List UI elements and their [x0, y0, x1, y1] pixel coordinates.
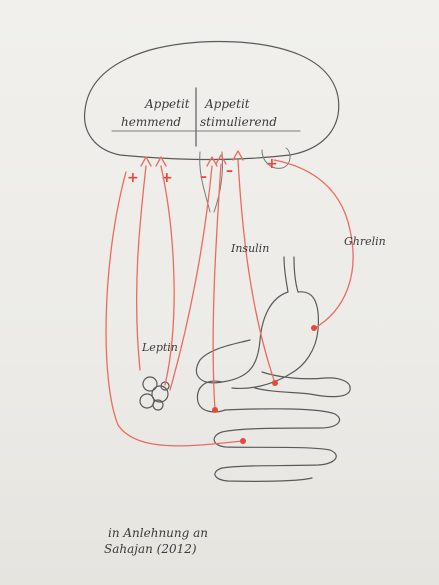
- credit-line-1: in Anlehnung an: [108, 526, 208, 540]
- leptin-pathway-3: [170, 166, 212, 390]
- fat-cells: [140, 377, 169, 410]
- pancreas: [255, 372, 350, 397]
- sign-plus-1: +: [127, 170, 139, 186]
- insulin-pathway: [238, 160, 275, 383]
- label-insulin: Insulin: [230, 242, 269, 255]
- ghrelin-source-dot: [311, 325, 317, 331]
- intestines: [214, 409, 339, 482]
- label-appetite-right-2: stimulierend: [200, 115, 277, 129]
- stomach: [196, 292, 318, 389]
- insulin-source-dot: [272, 380, 278, 386]
- label-appetite-right-1: Appetit: [204, 97, 250, 111]
- label-ghrelin: Ghrelin: [344, 235, 386, 248]
- sign-minus-2: –: [226, 163, 233, 179]
- esophagus: [284, 257, 298, 292]
- duodenum: [197, 381, 225, 412]
- sign-minus-1: –: [200, 169, 207, 185]
- credit-line-2: Sahajan (2012): [104, 542, 197, 556]
- label-appetite-left-2: hemmend: [121, 115, 181, 129]
- gut-source-dot: [240, 438, 246, 444]
- arrowhead-1: [141, 157, 151, 166]
- leptin-pathway-1: [137, 166, 146, 370]
- leptin-source-dot: [212, 407, 218, 413]
- label-leptin: Leptin: [141, 341, 178, 354]
- sign-plus-3: +: [266, 156, 278, 172]
- arrowhead-3: [207, 157, 217, 166]
- label-appetite-left-1: Appetit: [144, 97, 190, 111]
- ghrelin-pathway: [274, 160, 353, 328]
